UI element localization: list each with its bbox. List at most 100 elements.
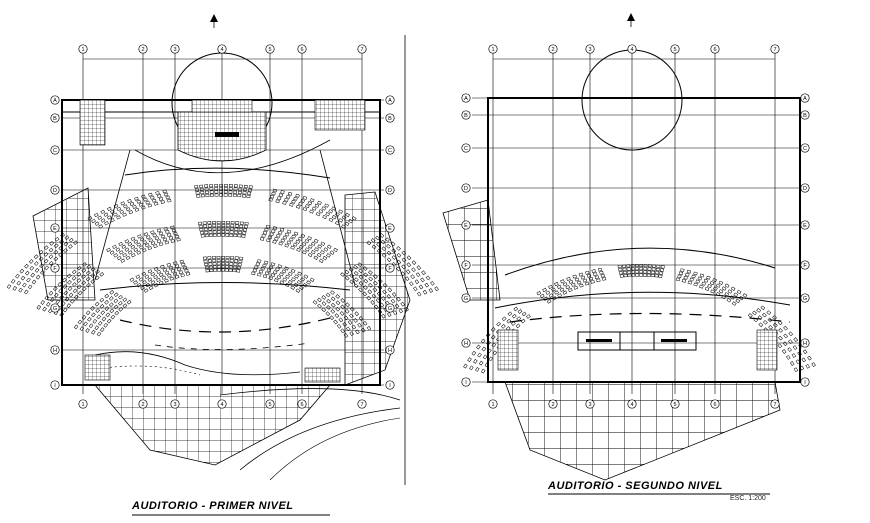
axis-bubble-row-G: [461, 293, 471, 303]
plan-segundo-nivel: [442, 13, 816, 481]
axis-label-row: D: [388, 188, 392, 194]
axis-label-row: G: [803, 296, 807, 302]
axis-label-row: E: [388, 226, 392, 232]
axis-label-col: 5: [268, 47, 271, 53]
axis-bubble-col-2: [548, 44, 558, 54]
axis-bubble-row-C: [385, 145, 395, 155]
axis-bubble-row-A: [50, 95, 60, 105]
axis-bubble-col-6: [710, 399, 720, 409]
axis-bubble-row-G: [385, 303, 395, 313]
axis-label-col: 5: [673, 402, 676, 408]
axis-label-col: 6: [713, 47, 716, 53]
axis-label-row: G: [388, 306, 392, 312]
axis-label-col: 7: [360, 47, 363, 53]
axis-bubble-row-C: [461, 143, 471, 153]
axis-label-row: B: [464, 113, 468, 119]
axis-label-row: E: [53, 226, 57, 232]
axis-bubble-row-G: [50, 303, 60, 313]
axis-label-row: A: [803, 96, 807, 102]
axis-bubble-row-H: [385, 345, 395, 355]
axis-bubble-row-C: [50, 145, 60, 155]
axis-bubble-row-E: [385, 223, 395, 233]
axis-label-row: D: [464, 186, 468, 192]
axis-bubble-row-E: [461, 220, 471, 230]
axis-label-col: 4: [220, 47, 223, 53]
axis-bubble-col-3: [170, 399, 180, 409]
axis-bubble-col-6: [297, 44, 307, 54]
axis-bubble-row-F: [461, 260, 471, 270]
axis-bubble-row-A: [461, 93, 471, 103]
axis-bubble-row-D: [385, 185, 395, 195]
axis-bubble-row-A: [800, 93, 810, 103]
axis-bubble-col-7: [357, 44, 367, 54]
axis-label-col: 2: [551, 402, 554, 408]
axis-bubble-col-1: [78, 399, 88, 409]
axis-bubble-col-1: [488, 44, 498, 54]
axis-label-row: A: [464, 96, 468, 102]
axis-label-col: 3: [588, 47, 591, 53]
axis-label-row: E: [803, 223, 807, 229]
axis-bubble-col-7: [770, 44, 780, 54]
axis-label-row: F: [803, 263, 807, 269]
axis-bubble-col-6: [710, 44, 720, 54]
axis-label-col: 5: [673, 47, 676, 53]
axis-bubble-col-2: [138, 44, 148, 54]
axis-bubble-row-F: [50, 263, 60, 273]
axis-bubble-row-F: [385, 263, 395, 273]
axis-bubble-row-F: [800, 260, 810, 270]
axis-bubble-row-C: [800, 143, 810, 153]
building-outline-2: [487, 97, 801, 383]
axis-bubble-col-5: [265, 44, 275, 54]
axis-bubble-row-D: [800, 183, 810, 193]
axis-bubble-col-4: [627, 399, 637, 409]
axis-bubble-row-D: [461, 183, 471, 193]
axis-bubble-row-I: [50, 380, 60, 390]
axis-label-col: 3: [173, 402, 176, 408]
axis-bubble-col-2: [138, 399, 148, 409]
axis-label-col: 1: [491, 47, 494, 53]
axis-bubble-col-5: [265, 399, 275, 409]
axis-label-col: 4: [630, 402, 633, 408]
structural-grid-2: [472, 53, 799, 394]
plaza-hatch-left-2: [442, 199, 501, 301]
axis-label-col: 6: [300, 47, 303, 53]
axis-label-row: G: [53, 306, 57, 312]
axis-bubble-col-5: [670, 44, 680, 54]
axis-bubble-row-D: [50, 185, 60, 195]
axis-label-row: B: [53, 116, 57, 122]
axis-bubble-row-E: [50, 223, 60, 233]
axis-label-col: 2: [551, 47, 554, 53]
axis-label-row: H: [803, 341, 807, 347]
axis-bubble-row-B: [461, 110, 471, 120]
axis-bubble-row-B: [385, 113, 395, 123]
axis-label-row: I: [804, 380, 806, 386]
axis-bubble-row-H: [50, 345, 60, 355]
plan-title-primer-nivel: AUDITORIO - PRIMER NIVEL: [132, 500, 294, 512]
axis-label-col: 2: [141, 47, 144, 53]
axis-bubble-col-3: [585, 44, 595, 54]
axis-label-col: 4: [630, 47, 633, 53]
plaza-hatch-right: [344, 191, 411, 386]
axis-label-row: H: [464, 341, 468, 347]
axis-label-row: I: [465, 380, 467, 386]
axis-label-col: 7: [773, 402, 776, 408]
axis-bubble-col-3: [170, 44, 180, 54]
axis-label-row: I: [54, 383, 56, 389]
axis-bubble-row-H: [800, 338, 810, 348]
axis-bubble-col-1: [78, 44, 88, 54]
axis-label-row: H: [388, 348, 392, 354]
axis-label-row: A: [388, 98, 392, 104]
axis-bubble-row-B: [800, 110, 810, 120]
axis-label-col: 1: [491, 402, 494, 408]
axis-bubble-col-1: [488, 399, 498, 409]
axis-bubble-col-4: [217, 44, 227, 54]
plaza-hatch-bottom: [94, 384, 331, 466]
axis-label-col: 1: [81, 47, 84, 53]
axis-bubble-col-2: [548, 399, 558, 409]
axis-label-col: 3: [173, 47, 176, 53]
seating-primer-nivel: [6, 184, 439, 338]
axis-label-row: F: [464, 263, 468, 269]
axis-label-col: 7: [360, 402, 363, 408]
axis-label-row: C: [388, 148, 392, 154]
axis-bubble-row-B: [50, 113, 60, 123]
